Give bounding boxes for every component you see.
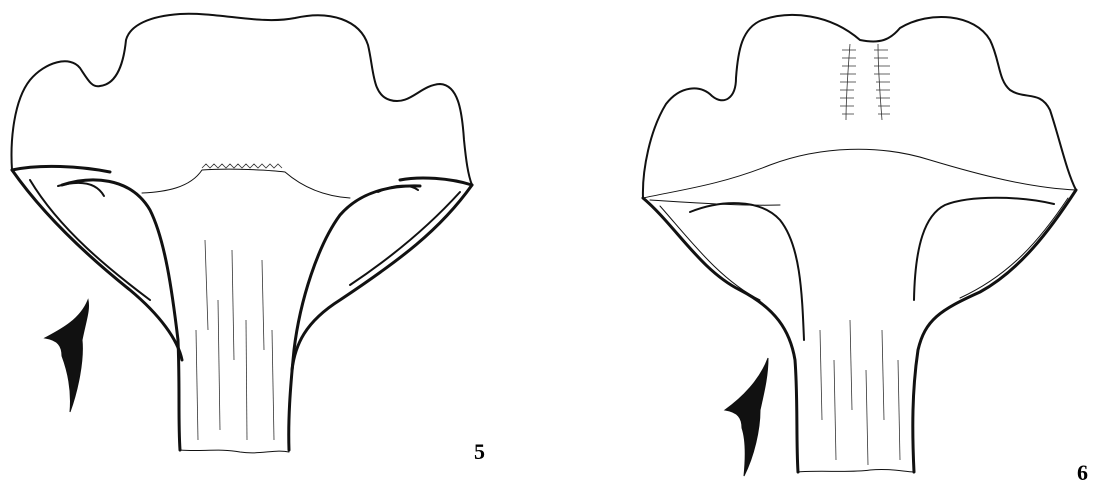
up-arrow-icon xyxy=(45,300,89,412)
fig5-left-wing-inner xyxy=(30,180,150,300)
fig5-right-wing xyxy=(292,185,472,370)
fig6-groove-hatching xyxy=(840,44,890,120)
figure-5-drawing xyxy=(12,14,472,453)
fig6-left-fold xyxy=(690,203,804,340)
fig5-tube-striations xyxy=(196,240,274,440)
fig6-tube-striations xyxy=(820,320,900,465)
fig5-right-fold xyxy=(289,186,420,450)
up-arrow-icon xyxy=(725,358,768,476)
fig6-left-wing xyxy=(643,198,798,472)
fig5-upper-lip xyxy=(12,14,472,185)
fig5-throat-curve xyxy=(142,169,350,198)
fig6-left-wing-inner xyxy=(660,206,760,300)
fig5-tube-bottom xyxy=(180,450,289,453)
fig5-throat-fringe xyxy=(202,164,282,168)
fig6-throat-curve xyxy=(643,149,1076,198)
fig6-right-wing xyxy=(913,190,1076,472)
figure-number-6: 6 xyxy=(1077,462,1088,484)
figure-number-5: 5 xyxy=(474,441,485,463)
figure-6-drawing xyxy=(643,15,1076,476)
fig6-upper-lip xyxy=(643,15,1076,198)
fig6-right-wing-inner xyxy=(960,198,1068,298)
fig5-right-wing-tip xyxy=(378,186,418,192)
fig5-lip-base-right xyxy=(400,178,472,185)
fig5-lip-base xyxy=(12,166,110,172)
fig6-tube-bottom xyxy=(798,469,914,472)
fig5-left-wing xyxy=(12,170,182,360)
fig5-right-wing-inner xyxy=(350,192,460,285)
fig5-left-wing-tip xyxy=(58,183,104,196)
